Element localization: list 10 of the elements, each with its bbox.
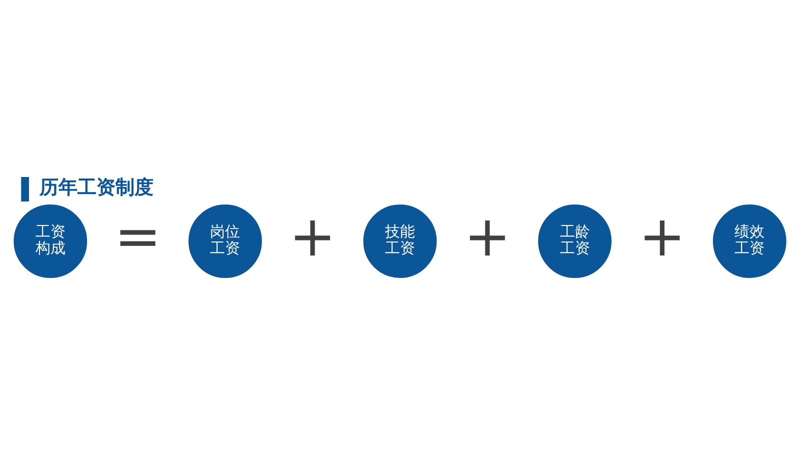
label: + (464, 204, 511, 269)
node-circle: 岗位工资 (188, 204, 262, 278)
label: + (289, 204, 336, 269)
node-circle: 技能工资 (363, 204, 437, 278)
label: = (114, 204, 162, 269)
label: + (638, 204, 686, 269)
node-circle: 绩效工资 (712, 204, 786, 278)
diagram-title: 历年工资制度 (39, 174, 154, 198)
node-circle: 工龄工资 (538, 204, 612, 278)
node-circle: 工资构成 (14, 204, 88, 278)
